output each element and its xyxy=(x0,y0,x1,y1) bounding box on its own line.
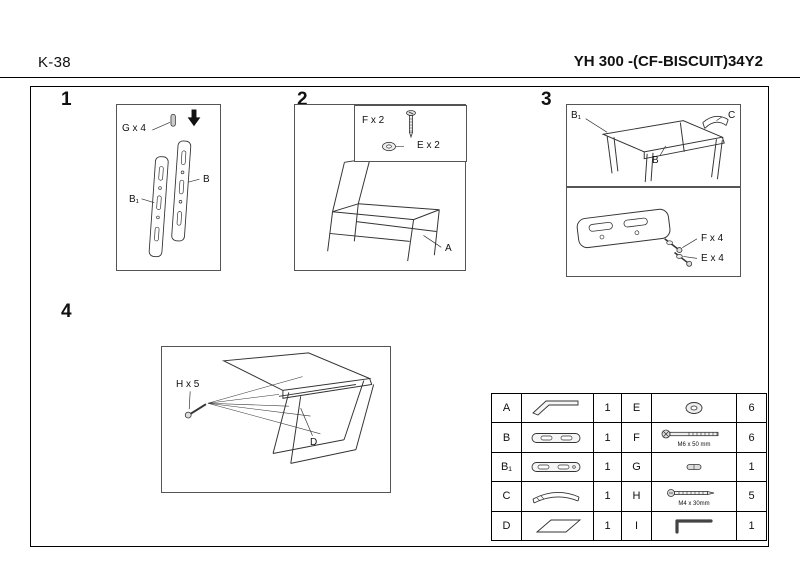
model-code: YH 300 -(CF-BISCUIT)34Y2 xyxy=(573,53,763,70)
label-part-b1: B₁ xyxy=(129,194,140,205)
part-icon-cell xyxy=(521,392,594,424)
label-g-x4: G x 4 xyxy=(122,123,146,134)
part-qty: 1 xyxy=(593,510,622,542)
washer-icon xyxy=(685,402,703,415)
part-icon-cell: M6 x 50 mm xyxy=(651,422,737,453)
part-icon-cell xyxy=(521,510,594,542)
part-icon-cell xyxy=(521,451,594,483)
part-letter: C xyxy=(491,481,522,512)
step-3-number: 3 xyxy=(541,89,552,110)
page-code: K-38 xyxy=(38,54,71,71)
label-part-a: A xyxy=(445,243,452,254)
step4-drawing xyxy=(184,352,375,464)
part-qty: 1 xyxy=(736,451,767,483)
part-letter: I xyxy=(621,510,652,542)
step3-top-drawing xyxy=(585,115,729,183)
side-panel-icon xyxy=(531,462,580,472)
label-h-x5: H x 5 xyxy=(176,379,200,390)
part-icon-cell xyxy=(651,510,737,542)
label-f-x2: F x 2 xyxy=(362,115,385,126)
part-qty: 6 xyxy=(736,422,767,453)
bolt-icon xyxy=(406,110,416,139)
allen-key-icon xyxy=(675,519,713,534)
part-qty: 1 xyxy=(593,451,622,483)
part-qty: 1 xyxy=(593,392,622,424)
dowel-icon xyxy=(686,464,702,470)
bolt-icon xyxy=(661,429,719,439)
step-3-top-box: B₁ C B xyxy=(566,104,741,187)
part-letter: F xyxy=(621,422,652,453)
washer-icon xyxy=(382,141,404,152)
screws-drawing xyxy=(664,238,693,267)
table-row: B₁ 1 G xyxy=(491,451,767,483)
frame-bracket-icon xyxy=(531,400,578,416)
header-rule xyxy=(0,77,800,78)
part-icon-cell: M4 x 30mm xyxy=(651,481,737,512)
leg-frame-drawing xyxy=(327,157,440,262)
label-part-b1: B₁ xyxy=(571,110,582,121)
panel-corner-drawing xyxy=(576,208,671,249)
part-icon-cell xyxy=(651,451,737,483)
step-2-hardware-box: F x 2 E x 2 xyxy=(354,105,467,162)
table-row: A 1 E 6 xyxy=(491,392,767,424)
dowel-icon xyxy=(170,114,176,127)
screw-h-icon xyxy=(184,403,207,419)
step1-drawing xyxy=(141,109,201,258)
part-qty: 1 xyxy=(736,510,767,542)
step-1-diagram-box: G x 4 B B₁ xyxy=(116,104,221,271)
part-qty: 6 xyxy=(736,392,767,424)
part-letter: E xyxy=(621,392,652,424)
screw-icon xyxy=(667,488,715,497)
label-part-d: D xyxy=(310,437,318,448)
label-part-b: B xyxy=(203,174,210,185)
step-2-diagram-box: F x 2 E x 2 A xyxy=(294,104,467,271)
part-letter: G xyxy=(621,451,652,483)
part-letter: B₁ xyxy=(491,451,522,483)
label-e-x4: E x 4 xyxy=(701,253,724,264)
panel-b-drawing xyxy=(171,140,192,242)
label-part-c: C xyxy=(728,110,736,121)
part-letter: B xyxy=(491,422,522,453)
parts-table: A 1 E 6 xyxy=(491,392,767,542)
bolt-size-label: M6 x 50 mm xyxy=(677,442,711,449)
table-row: D 1 I 1 xyxy=(491,510,767,542)
label-part-b: B xyxy=(652,155,659,166)
step-3-detail-box: F x 4 E x 4 xyxy=(566,187,741,277)
label-e-x2: E x 2 xyxy=(417,140,440,151)
back-slat-drawing xyxy=(702,115,729,129)
step3-detail-drawing xyxy=(576,208,698,267)
part-letter: H xyxy=(621,481,652,512)
table-row: B 1 F xyxy=(491,422,767,453)
part-letter: D xyxy=(491,510,522,542)
label-f-x4: F x 4 xyxy=(701,233,724,244)
screw-size-label: M4 x 30mm xyxy=(678,500,710,507)
side-panel-icon xyxy=(531,432,580,443)
step-1-number: 1 xyxy=(61,89,72,110)
diagram-board: 1 xyxy=(30,86,769,547)
step-4-number: 4 xyxy=(61,301,72,322)
table-row: C 1 H xyxy=(491,481,767,512)
part-icon-cell xyxy=(651,392,737,424)
step2-drawing xyxy=(327,157,442,262)
chair-frame-drawing xyxy=(601,120,725,183)
part-letter: A xyxy=(491,392,522,424)
panel-b1-drawing xyxy=(148,156,169,258)
back-slat-icon xyxy=(532,492,579,504)
down-arrow-icon xyxy=(187,109,201,127)
seat-panel-icon xyxy=(535,519,581,533)
part-icon-cell xyxy=(521,481,594,512)
part-qty: 1 xyxy=(593,481,622,512)
part-qty: 5 xyxy=(736,481,767,512)
step-2-number: 2 xyxy=(297,89,308,110)
step-4-diagram-box: H x 5 D xyxy=(161,346,391,493)
part-icon-cell xyxy=(521,422,594,453)
part-qty: 1 xyxy=(593,422,622,453)
